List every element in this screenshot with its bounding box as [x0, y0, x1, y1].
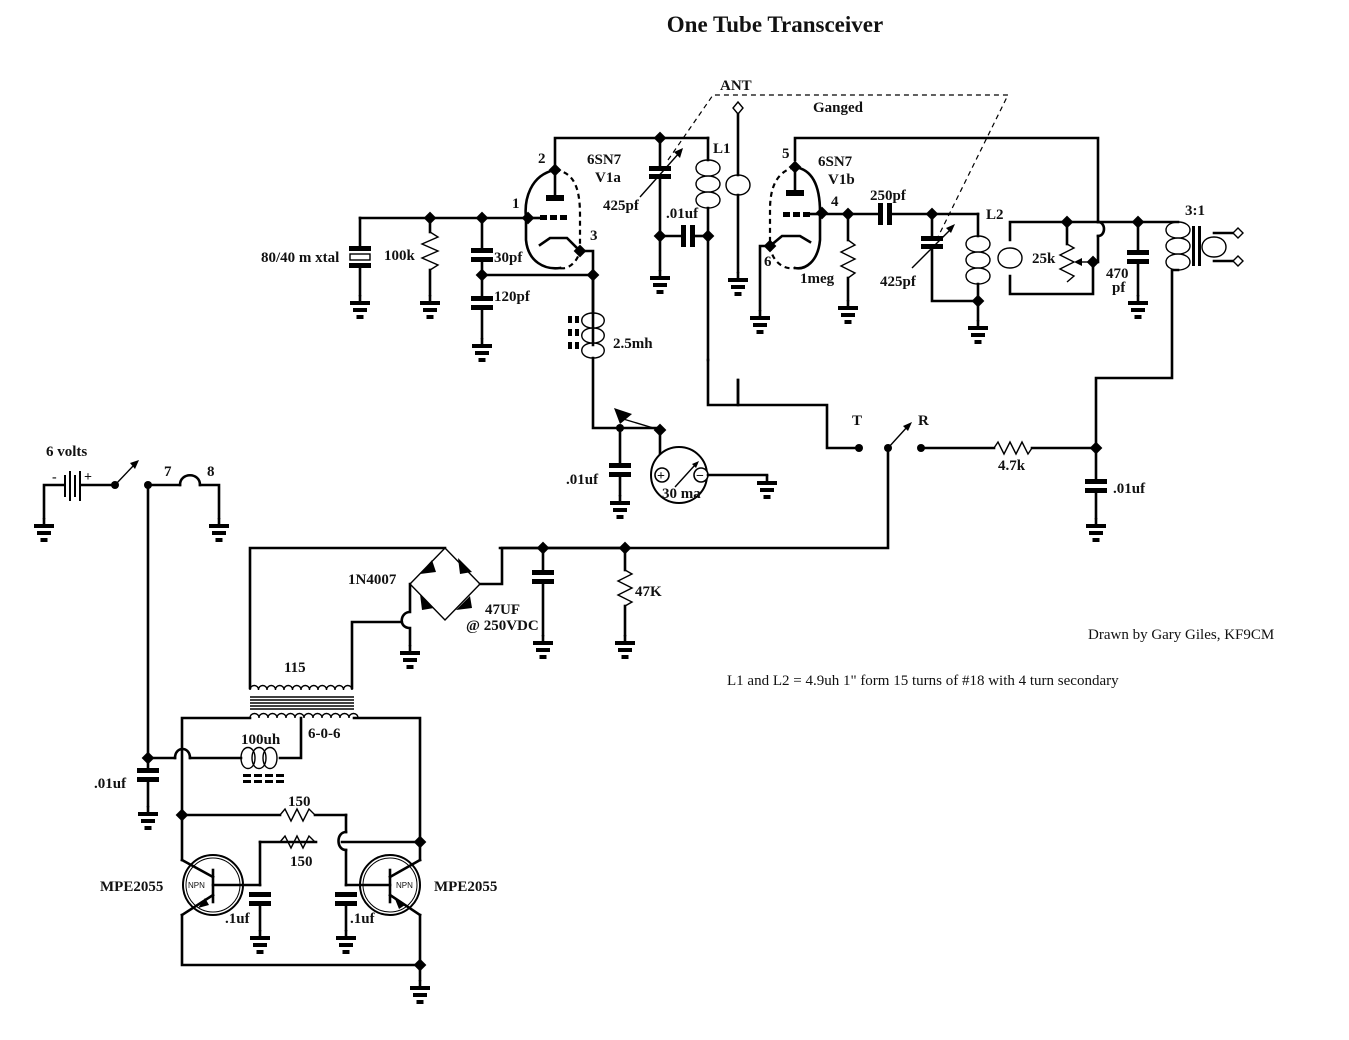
milliammeter: + − [650, 428, 779, 504]
battery-plus: + [84, 470, 92, 485]
base-resistor-bottom-label: 150 [290, 854, 313, 870]
resistor-100k-label: 100k [384, 248, 416, 264]
filament-pin8: 8 [207, 464, 215, 480]
coil-l1-label: L1 [713, 141, 731, 157]
switch-t-label: T [852, 413, 862, 429]
coupling-cap-a [658, 225, 715, 247]
tube-v1b [748, 160, 829, 336]
dropping-resistor-4.7k [919, 440, 1108, 544]
base-cap-left-label: .1uf [225, 911, 251, 927]
choke-label: 100uh [241, 732, 281, 748]
tune-cap-b [911, 207, 980, 303]
pin5-label: 5 [782, 146, 790, 162]
power-transformer [180, 546, 447, 844]
cap-470pf [1126, 215, 1150, 321]
filter-cap-label-1: 47UF [485, 602, 520, 618]
cap-120pf-label: 120pf [494, 289, 531, 305]
rf-choke [568, 273, 622, 430]
capacitor-divider [470, 211, 595, 364]
page-title: One Tube Transceiver [667, 12, 883, 37]
resistor-100k [418, 211, 442, 321]
transistor-left-label: MPE2055 [100, 879, 163, 895]
coil-l1 [695, 136, 740, 407]
meter-plus-label: + [657, 469, 665, 484]
cap-30pf-label: 30pf [494, 250, 523, 266]
volume-pot-25k[interactable] [1058, 215, 1100, 283]
filament-pin7: 7 [164, 464, 172, 480]
choke-100uh [146, 746, 284, 783]
meter-minus-label: − [696, 469, 704, 484]
antenna-coil [725, 100, 751, 298]
grid-resistor-1meg [836, 207, 860, 326]
meter-bypass-cap-label: .01uf [566, 472, 599, 488]
crystal-label: 80/40 m xtal [261, 250, 339, 266]
pin3-label: 3 [590, 228, 598, 244]
transistor-right: NPN [344, 840, 422, 917]
output-transformer [1094, 221, 1244, 450]
tune-cap-a-label: 425pf [603, 198, 640, 214]
rf-choke-label: 2.5mh [613, 336, 653, 352]
oscillator-section: 80/40 m xtal 100k 30pf 120pf [261, 78, 1009, 521]
inverter: NPN NPN [175, 807, 432, 1006]
base-cap-right-label: .1uf [350, 911, 376, 927]
tube-a-type: 6SN7 [587, 152, 622, 168]
tube-v1a [521, 163, 600, 347]
coil-l2-label: L2 [986, 207, 1004, 223]
pin6-label: 6 [764, 254, 772, 270]
meter-label: 30 ma [662, 486, 701, 502]
tube-a-name: V1a [595, 170, 621, 186]
coil-l2 [965, 212, 991, 346]
transistor-left: NPN [180, 813, 262, 917]
cap-470-label-2: pf [1112, 280, 1126, 296]
supply-bypass-cap-label: .01uf [94, 776, 127, 792]
bridge-rectifier [398, 546, 545, 671]
battery-6v [32, 471, 116, 544]
base-cap-left [248, 892, 272, 956]
tube-b-name: V1b [828, 172, 855, 188]
transformer-primary-label: 115 [284, 660, 306, 676]
credits: Drawn by Gary Giles, KF9CM [1088, 627, 1274, 643]
output-transformer-label: 3:1 [1185, 203, 1205, 219]
tune-cap-b-label: 425pf [880, 274, 917, 290]
battery-label: 6 volts [46, 444, 87, 460]
bleeder-label: 47K [635, 584, 662, 600]
meter-bypass-cap [608, 426, 632, 521]
power-supply: 6 volts - + 7 8 .01uf [32, 444, 662, 1006]
filter-cap [531, 541, 555, 661]
ganged-label: Ganged [813, 100, 864, 116]
bridge-label: 1N4007 [348, 572, 397, 588]
transistor-right-label: MPE2055 [434, 879, 497, 895]
volume-pot-label: 25k [1032, 251, 1056, 267]
base-cap-right [334, 892, 358, 956]
pin2-label: 2 [538, 151, 546, 167]
bleeder-resistor [541, 541, 637, 661]
battery-minus: - [52, 470, 57, 485]
tube-b-type: 6SN7 [818, 154, 853, 170]
crystal [348, 216, 372, 321]
coupling-cap-250pf-label: 250pf [870, 188, 907, 204]
pin1-label: 1 [512, 196, 520, 212]
switch-r-label: R [918, 413, 929, 429]
key-switch[interactable] [614, 408, 667, 437]
pin4-label: 4 [831, 194, 839, 210]
gang-link [667, 94, 1009, 244]
transistor-right-type: NPN [396, 881, 413, 890]
base-resistor-top-label: 150 [288, 794, 311, 810]
cap-470-label-1: 470 [1106, 266, 1129, 282]
tr-switch[interactable] [498, 422, 925, 550]
tune-cap-a [639, 136, 683, 296]
rx-bypass-cap-label: .01uf [1113, 481, 1146, 497]
dropping-resistor-label: 4.7k [998, 458, 1026, 474]
antenna-label: ANT [720, 78, 752, 94]
coil-note: L1 and L2 = 4.9uh 1" form 15 turns of #1… [727, 673, 1119, 689]
filter-cap-label-2: @ 250VDC [466, 618, 539, 634]
grid-resistor-1meg-label: 1meg [800, 271, 835, 287]
power-switch[interactable] [111, 460, 152, 489]
transistor-left-type: NPN [188, 881, 205, 890]
filament [146, 473, 231, 544]
coupling-cap-a-label: .01uf [666, 206, 699, 222]
transformer-secondary-label: 6-0-6 [308, 726, 341, 742]
